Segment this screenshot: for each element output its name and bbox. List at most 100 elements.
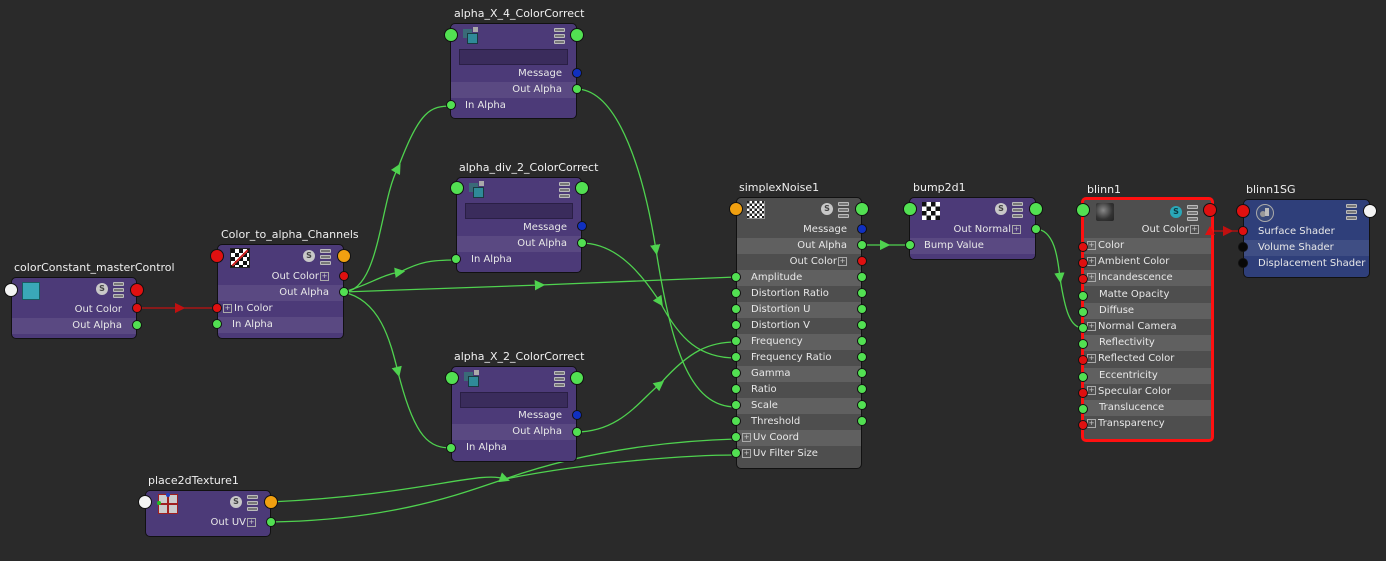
surface-shader-port[interactable]	[1238, 226, 1248, 236]
node-blinnSG[interactable]: Surface Shader Volume Shader Displacemen…	[1243, 199, 1370, 278]
attr-row[interactable]: Out Color+	[1084, 222, 1211, 238]
attr-row[interactable]: Message	[457, 220, 581, 236]
input-port[interactable]	[1076, 203, 1090, 217]
menu-icon[interactable]	[559, 182, 570, 198]
attr-input-port[interactable]	[731, 416, 741, 426]
expand-icon[interactable]: +	[247, 517, 256, 527]
output-port[interactable]	[1029, 202, 1043, 216]
attr-row[interactable]: Ratio	[737, 382, 861, 398]
attr-row[interactable]: Distortion V	[737, 318, 861, 334]
menu-icon[interactable]	[1187, 205, 1198, 221]
attr-row[interactable]: Out Color+	[737, 254, 861, 270]
volume-shader-port[interactable]	[1238, 242, 1248, 252]
attr-input-port[interactable]	[731, 400, 741, 410]
attr-input-port[interactable]	[1078, 274, 1088, 285]
message-port[interactable]	[572, 68, 582, 78]
input-port[interactable]	[729, 202, 743, 216]
out-uv-port[interactable]	[266, 517, 276, 527]
attr-input-port[interactable]	[1078, 258, 1088, 269]
message-port[interactable]	[572, 410, 582, 420]
node-bump2d[interactable]: S Out Normal+ Bump Value	[909, 197, 1036, 260]
attr-row[interactable]: Eccentricity	[1084, 367, 1211, 384]
shader-badge-icon[interactable]: S	[1170, 206, 1182, 218]
attr-output-port[interactable]	[857, 336, 867, 346]
expand-icon[interactable]: +	[320, 271, 329, 281]
attr-row[interactable]: +Color	[1084, 238, 1211, 254]
attr-input-port[interactable]	[1078, 290, 1088, 301]
attr-output-port[interactable]	[857, 288, 867, 298]
attr-output-port[interactable]	[857, 320, 867, 330]
out-alpha-port[interactable]	[572, 427, 582, 437]
attr-row[interactable]: Threshold	[737, 414, 861, 430]
output-port[interactable]	[1363, 204, 1377, 218]
in-color-port[interactable]	[212, 303, 222, 313]
attr-row[interactable]: Scale	[737, 398, 861, 414]
out-alpha-port[interactable]	[577, 238, 587, 248]
attr-row[interactable]: Out Alpha	[737, 238, 861, 254]
output-port[interactable]	[130, 283, 144, 297]
bump-value-port[interactable]	[905, 240, 915, 250]
shader-badge-icon[interactable]: S	[303, 250, 315, 262]
node-alphaX2[interactable]: Message Out Alpha In Alpha	[451, 366, 577, 462]
attr-output-port[interactable]	[857, 352, 867, 362]
attr-input-port[interactable]	[731, 448, 741, 458]
attr-input-port[interactable]	[731, 320, 741, 330]
attr-row[interactable]: Diffuse	[1084, 302, 1211, 319]
output-port[interactable]	[337, 249, 351, 263]
node-alphaX4[interactable]: Message Out Alpha In Alpha	[450, 23, 577, 119]
input-port[interactable]	[138, 495, 152, 509]
input-port[interactable]	[444, 28, 458, 42]
attr-row[interactable]: +Incandescence	[1084, 270, 1211, 287]
attr-output-port[interactable]	[857, 384, 867, 394]
attr-row[interactable]: Message	[737, 222, 861, 238]
menu-icon[interactable]	[838, 202, 849, 218]
attr-input-port[interactable]	[1078, 420, 1088, 431]
node-alphaDiv2[interactable]: Message Out Alpha In Alpha	[456, 177, 582, 273]
attr-row[interactable]: Matte Opacity	[1084, 287, 1211, 303]
out-color-port[interactable]	[857, 256, 867, 266]
expand-icon[interactable]: +	[742, 432, 751, 442]
attr-row[interactable]: Volume Shader	[1244, 240, 1369, 256]
attr-row[interactable]: Displacement Shader	[1244, 256, 1369, 272]
in-alpha-port[interactable]	[212, 319, 222, 329]
attr-output-port[interactable]	[857, 416, 867, 426]
input-port[interactable]	[1236, 204, 1250, 218]
node-simplexNoise[interactable]: S Message Out Alpha Out Color+ Amplitude…	[736, 197, 862, 469]
attr-row[interactable]: Reflectivity	[1084, 335, 1211, 352]
expand-icon[interactable]: +	[1190, 224, 1199, 234]
attr-input-port[interactable]	[1078, 371, 1088, 382]
attr-row[interactable]: +Normal Camera	[1084, 319, 1211, 335]
shader-badge-icon[interactable]: S	[96, 283, 108, 295]
attr-row[interactable]: Out Alpha	[12, 318, 136, 334]
output-port[interactable]	[855, 202, 869, 216]
attr-input-port[interactable]	[731, 272, 741, 282]
attr-input-port[interactable]	[731, 368, 741, 378]
attr-output-port[interactable]	[857, 272, 867, 282]
out-color-port[interactable]	[132, 303, 142, 313]
attr-input-port[interactable]	[731, 384, 741, 394]
attr-row[interactable]: +Transparency	[1084, 416, 1211, 432]
message-port[interactable]	[857, 224, 867, 234]
expand-icon[interactable]: +	[838, 256, 847, 266]
attr-input-port[interactable]	[1078, 306, 1088, 317]
attr-row[interactable]: In Alpha	[218, 317, 343, 333]
attr-row[interactable]: Out Color	[12, 302, 136, 318]
name-field[interactable]	[460, 392, 568, 408]
input-port[interactable]	[903, 202, 917, 216]
node-colorToAlpha[interactable]: S Out Color+ Out Alpha +In Color In Alph…	[217, 244, 344, 339]
attr-row[interactable]: Out Alpha	[457, 236, 581, 252]
out-color-port[interactable]	[339, 271, 349, 281]
attr-row[interactable]: Gamma	[737, 366, 861, 382]
attr-row[interactable]: +In Color	[218, 301, 343, 317]
in-alpha-port[interactable]	[446, 100, 456, 110]
attr-row[interactable]: Message	[451, 66, 576, 82]
attr-row[interactable]: Frequency	[737, 334, 861, 350]
expand-icon[interactable]: +	[223, 303, 232, 313]
attr-row[interactable]: Distortion Ratio	[737, 286, 861, 302]
attr-input-port[interactable]	[1078, 404, 1088, 414]
menu-icon[interactable]	[113, 282, 124, 298]
attr-input-port[interactable]	[1078, 387, 1088, 398]
out-color-port[interactable]	[1205, 226, 1215, 235]
output-port[interactable]	[570, 371, 584, 385]
input-port[interactable]	[4, 283, 18, 297]
